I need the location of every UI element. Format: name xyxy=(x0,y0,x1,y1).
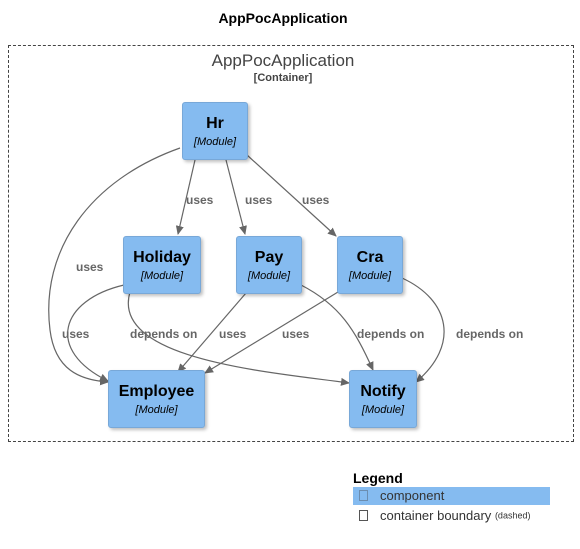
node-notify-name: Notify xyxy=(360,383,406,400)
edge-label-cra-notify: depends on xyxy=(456,327,524,341)
boundary-swatch-icon xyxy=(359,510,368,522)
node-hr-type: [Module] xyxy=(193,136,237,148)
node-holiday-name: Holiday xyxy=(133,249,191,266)
node-employee-type: [Module] xyxy=(135,404,178,416)
node-cra[interactable]: Cra [Module] xyxy=(337,236,403,294)
edge-holiday-employee xyxy=(67,284,125,382)
node-hr[interactable]: Hr [Module] xyxy=(182,102,248,160)
node-employee-name: Employee xyxy=(118,383,195,400)
edge-label-holiday-notify: depends on xyxy=(130,327,198,341)
edge-pay-notify xyxy=(300,284,374,371)
component-swatch-icon xyxy=(359,490,368,502)
node-pay-name: Pay xyxy=(254,249,284,266)
edge-holiday-notify xyxy=(127,291,350,386)
legend-container-label: container boundary xyxy=(380,508,492,524)
legend-container-note: (dashed) xyxy=(494,510,531,521)
edge-label-pay-employee: uses xyxy=(219,327,247,341)
node-pay-type: [Module] xyxy=(247,270,291,282)
edge-label-pay-notify: depends on xyxy=(357,327,425,341)
boundary-type: [Container] xyxy=(253,72,313,84)
container-boundary xyxy=(8,45,574,442)
diagram-title: AppPocApplication xyxy=(218,10,348,26)
edge-cra-employee xyxy=(204,291,339,374)
node-holiday-type: [Module] xyxy=(140,270,184,282)
legend-container-boundary: container boundary (dashed) xyxy=(353,507,550,525)
node-cra-type: [Module] xyxy=(348,270,392,282)
edge-pay-employee xyxy=(177,292,247,373)
legend-component: component xyxy=(353,487,550,505)
node-hr-name: Hr xyxy=(206,115,224,132)
node-holiday[interactable]: Holiday [Module] xyxy=(123,236,201,294)
edge-hr-holiday xyxy=(175,159,196,235)
edge-label-hr-holiday: uses xyxy=(186,193,214,207)
edge-label-hr-pay: uses xyxy=(245,193,273,207)
edge-label-holiday-employee: uses xyxy=(62,327,90,341)
edge-label-hr-cra: uses xyxy=(302,193,330,207)
legend-title: Legend xyxy=(353,470,403,486)
node-employee[interactable]: Employee [Module] xyxy=(108,370,205,428)
node-notify[interactable]: Notify [Module] xyxy=(349,370,417,428)
legend-component-label: component xyxy=(380,488,445,504)
node-cra-name: Cra xyxy=(356,249,384,266)
edge-cra-notify xyxy=(401,277,445,383)
edge-hr-cra xyxy=(246,154,337,237)
edge-hr-pay xyxy=(225,159,247,235)
node-notify-type: [Module] xyxy=(361,404,405,416)
edge-hr-employee xyxy=(48,147,181,386)
edge-label-cra-employee: uses xyxy=(282,327,310,341)
node-pay[interactable]: Pay [Module] xyxy=(236,236,302,294)
edge-label-hr-employee: uses xyxy=(76,260,104,274)
boundary-name: AppPocApplication xyxy=(211,51,355,70)
